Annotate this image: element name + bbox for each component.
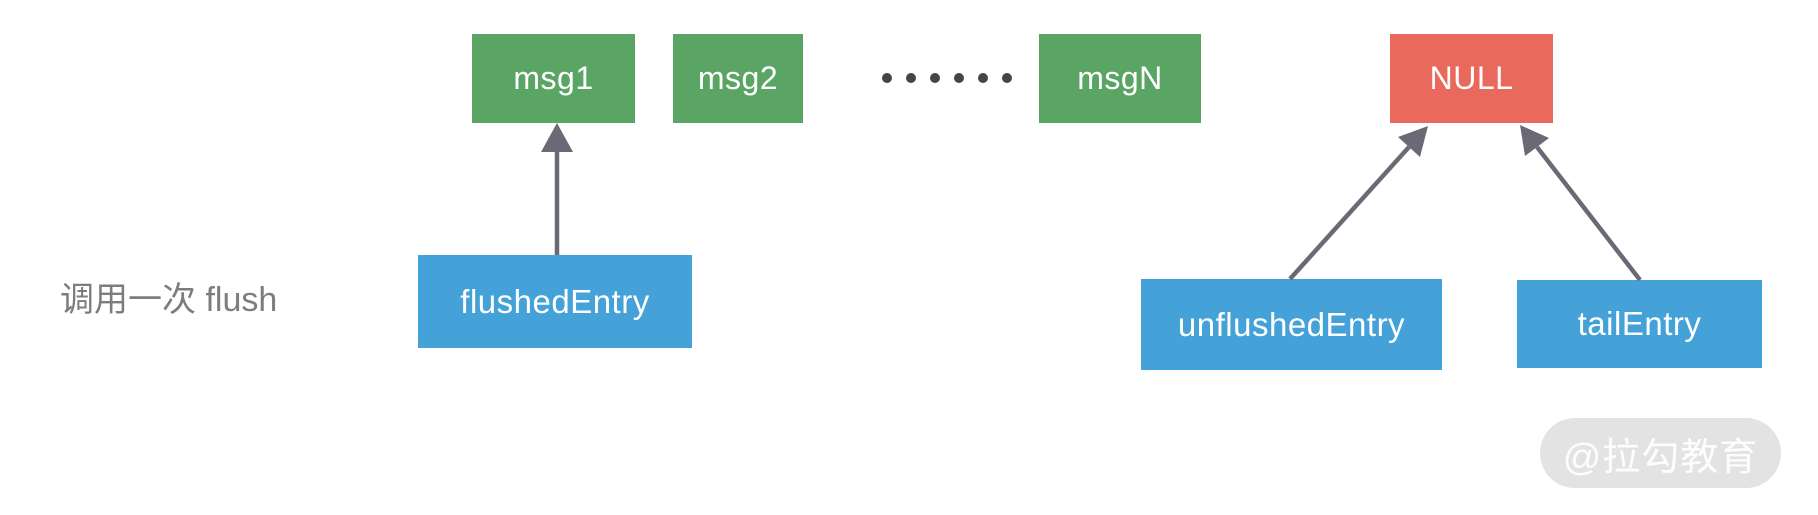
node-msg1-label: msg1 [513, 60, 594, 96]
watermark-badge: @拉勾教育 [1540, 418, 1781, 488]
node-msgN-label: msgN [1077, 60, 1163, 96]
node-tail-entry-label: tailEntry [1577, 305, 1702, 342]
arrow-unflushedentry-to-null-icon [1288, 126, 1428, 281]
arrow-flushedentry-to-msg1-icon [541, 123, 573, 255]
node-flushed-entry: flushedEntry [418, 255, 692, 348]
arrow-tailentry-to-null-icon [1520, 125, 1642, 282]
ellipsis-dot [930, 73, 940, 83]
ellipsis-dot [954, 73, 964, 83]
ellipsis-dot [906, 73, 916, 83]
node-tail-entry: tailEntry [1517, 280, 1762, 368]
ellipsis-dots-icon [882, 73, 1012, 83]
node-unflushed-entry: unflushedEntry [1141, 279, 1442, 370]
node-msg2-label: msg2 [697, 60, 779, 96]
node-unflushed-entry-label: unflushedEntry [1177, 305, 1406, 343]
node-flushed-entry-label: flushedEntry [460, 282, 650, 320]
node-null-label: NULL [1429, 60, 1514, 96]
node-msg2: msg2 [673, 34, 803, 123]
ellipsis-dot [882, 73, 892, 83]
flush-annotation-label: 调用一次 flush [60, 281, 278, 319]
watermark-text: @拉勾教育 [1562, 436, 1759, 479]
node-msg1: msg1 [472, 34, 635, 123]
ellipsis-dot [1002, 73, 1012, 83]
node-msgN: msgN [1039, 34, 1201, 123]
ellipsis-dot [978, 73, 988, 83]
node-null: NULL [1390, 34, 1553, 123]
